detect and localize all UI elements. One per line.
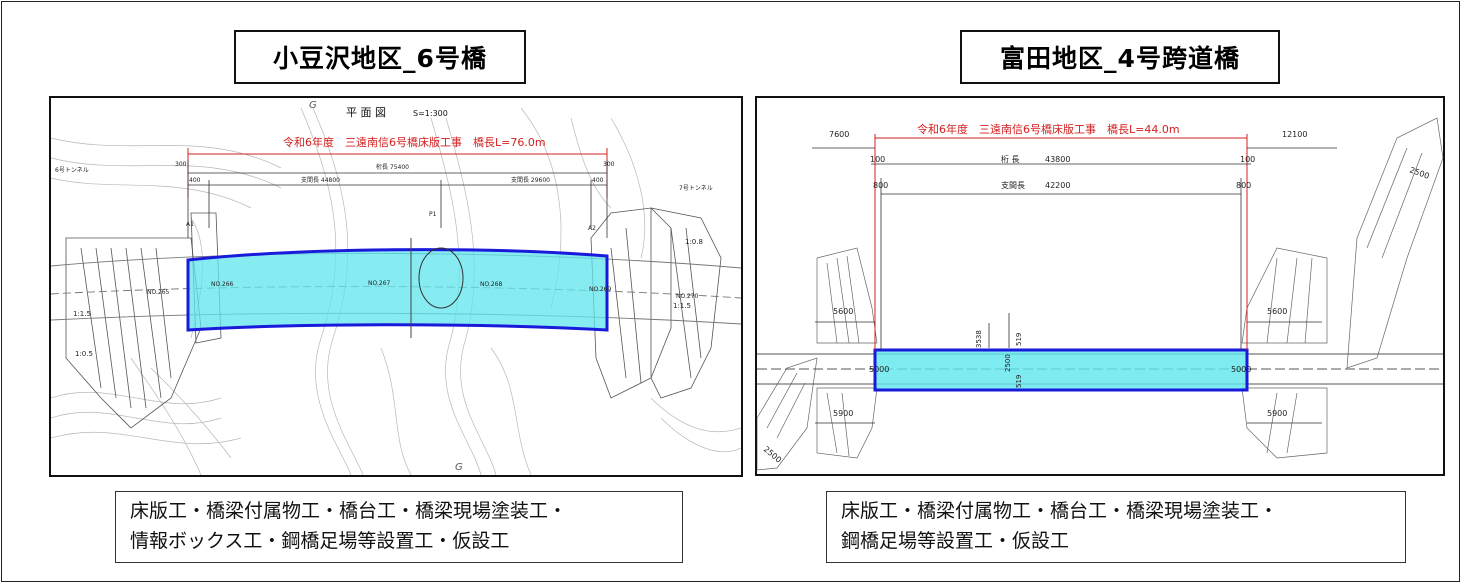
abut-a2-label: A2 <box>588 225 596 232</box>
ground-hatching <box>757 117 1443 471</box>
station-267: NO.267 <box>368 280 391 287</box>
dim-right-w3: 5000 <box>1231 365 1251 374</box>
right-caption-line-1: 床版工・橋梁付属物工・橋台工・橋梁現場塗装工・ <box>841 500 1279 522</box>
right-plan-drawing: 令和6年度 三遠南信6号橋床版工事 橋長L=44.0m 7600 12100 1… <box>755 96 1445 476</box>
tunnel-right-label: 7号トンネル <box>679 185 713 192</box>
tunnel-left-label: 6号トンネル <box>55 167 89 174</box>
station-270: NO.270 <box>676 293 699 300</box>
dim-left-support: 400 <box>189 177 201 184</box>
dim-left-w1: 5600 <box>833 307 853 316</box>
dim-mid-a: 3538 <box>975 330 983 348</box>
pier-ellipse <box>418 247 464 309</box>
girder-label: 桁 長 <box>1001 154 1020 164</box>
dim-left-w3: 5000 <box>869 365 889 374</box>
dim-left-w2: 5900 <box>833 409 853 418</box>
dim-right-w1: 5600 <box>1267 307 1287 316</box>
g-mark-bottom: G <box>455 462 463 473</box>
dim-girder-length: 桁長 75400 <box>376 163 409 171</box>
pier-p1-label: P1 <box>429 211 437 218</box>
abutment-hatching <box>65 207 722 429</box>
dim-right-support-r: 800 <box>1236 181 1251 190</box>
right-caption: 床版工・橋梁付属物工・橋台工・橋梁現場塗装工・ 鋼橋足場等設置工・仮設工 <box>826 491 1406 563</box>
left-plan-drawing: 平 面 図 S=1:300 令和6年度 三遠南信6号橋床版工事 橋長L=76.0… <box>49 96 743 477</box>
scale-label: S=1:300 <box>413 109 448 118</box>
slope-right-label: 1:0.8 <box>685 238 703 246</box>
dim-mid-c: 2500 <box>1004 354 1012 372</box>
dim-right-outer: 12100 <box>1282 130 1307 139</box>
dim-corner-tr: 2500 <box>1408 165 1430 180</box>
girder-value: 43800 <box>1045 155 1070 164</box>
left-project-title: 令和6年度 三遠南信6号橋床版工事 橋長L=76.0m <box>283 135 546 149</box>
right-project-title: 令和6年度 三遠南信6号橋床版工事 橋長L=44.0m <box>917 122 1180 136</box>
dim-corner-bl: 2500 <box>762 445 783 465</box>
dim-left-end: 300 <box>175 161 187 168</box>
dim-left-outer: 7600 <box>829 130 849 139</box>
station-268: NO.268 <box>480 281 503 288</box>
dim-left-end-r: 100 <box>870 155 885 164</box>
view-label: 平 面 図 <box>346 106 386 119</box>
left-deck-highlight <box>186 248 609 332</box>
left-plan-svg: 平 面 図 S=1:300 令和6年度 三遠南信6号橋床版工事 橋長L=76.0… <box>51 100 741 475</box>
left-caption: 床版工・橋梁付属物工・橋台工・橋梁現場塗装工・ 情報ボックス工・鋼橋足場等設置工… <box>115 491 683 563</box>
station-269: NO.269 <box>589 286 612 293</box>
dim-right-support: 400 <box>592 177 604 184</box>
right-deck-highlight <box>873 348 1249 392</box>
dim-right-end: 300 <box>603 161 615 168</box>
g-mark-top: G <box>309 100 317 111</box>
left-caption-line-2: 情報ボックス工・鋼橋足場等設置工・仮設工 <box>130 530 510 552</box>
dim-right-end-r: 100 <box>1240 155 1255 164</box>
slope-right2-label: 1:1.5 <box>673 302 691 310</box>
span-value: 42200 <box>1045 181 1070 190</box>
right-caption-line-2: 鋼橋足場等設置工・仮設工 <box>841 530 1070 552</box>
station-266: NO.266 <box>211 281 234 288</box>
dim-right-w2: 5900 <box>1267 409 1287 418</box>
station-265: NO.265 <box>147 289 170 296</box>
contour-lines <box>51 107 741 475</box>
span-label: 支間長 <box>1001 180 1025 190</box>
right-black-dims <box>812 147 1337 424</box>
dim-span-left: 支間長 44800 <box>301 176 340 184</box>
left-caption-line-1: 床版工・橋梁付属物工・橋台工・橋梁現場塗装工・ <box>130 500 568 522</box>
slope-left-label: 1:1.5 <box>73 310 91 318</box>
dim-mid-b: 519 <box>1015 333 1023 346</box>
abut-a1-label: A1 <box>186 221 194 228</box>
dim-span-right: 支間長 29600 <box>511 176 550 184</box>
right-red-dim <box>874 134 1248 350</box>
dim-left-support-r: 800 <box>873 181 888 190</box>
black-dim-lines <box>187 160 608 238</box>
slope-left2-label: 1:0.5 <box>75 350 93 358</box>
right-plan-svg: 令和6年度 三遠南信6号橋床版工事 橋長L=44.0m 7600 12100 1… <box>757 117 1443 471</box>
right-panel-title: 富田地区_4号跨道橋 <box>960 30 1280 84</box>
left-panel-title: 小豆沢地区_6号橋 <box>234 30 526 84</box>
dim-mid-d: 519 <box>1015 375 1023 388</box>
